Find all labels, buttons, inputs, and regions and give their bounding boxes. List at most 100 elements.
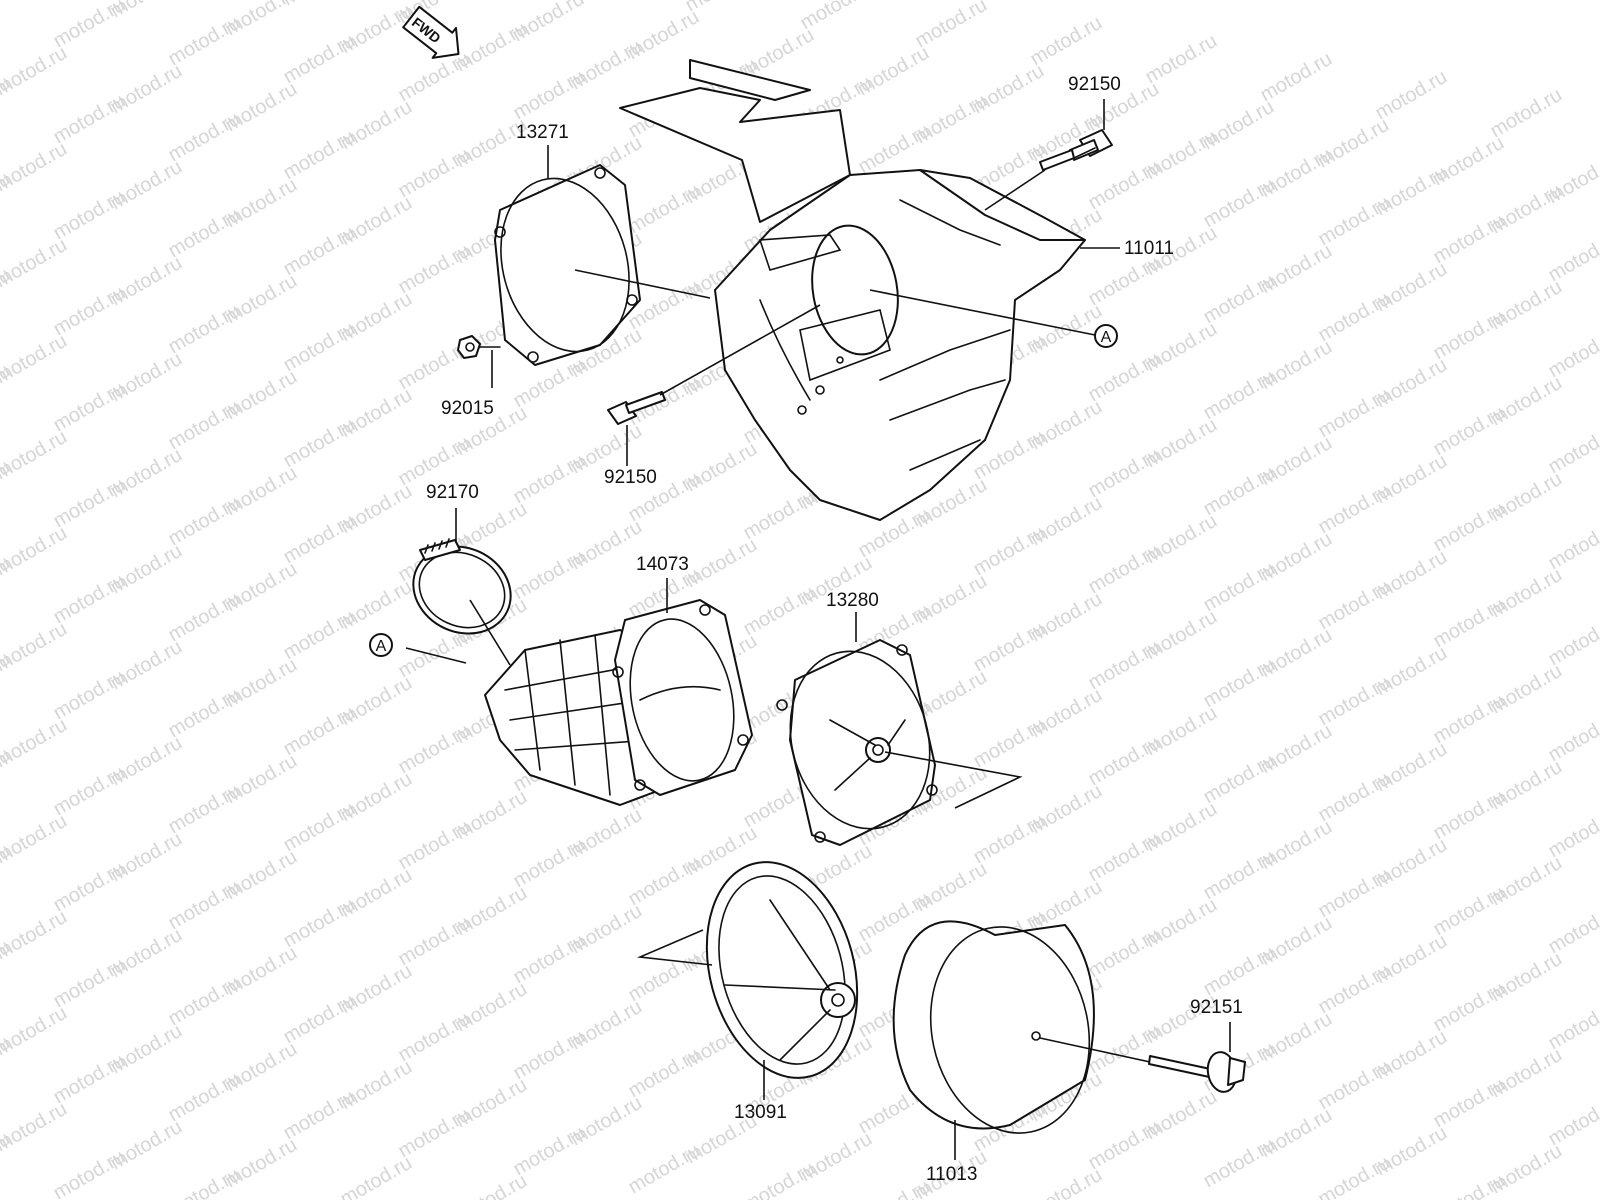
watermark-text: motod.ru (1315, 864, 1394, 923)
watermark-text: motod.ru (510, 546, 589, 605)
watermark-text: motod.ru (165, 108, 244, 167)
watermark-text: motod.ru (165, 876, 244, 935)
watermark-text: motod.ru (510, 450, 589, 509)
watermark-text: motod.ru (1200, 654, 1279, 713)
watermark-text: motod.ru (510, 834, 589, 893)
watermark-text: motod.ru (165, 396, 244, 455)
watermark-text: motod.ru (1257, 48, 1336, 107)
label-92015: 92015 (441, 398, 494, 419)
watermark-text: motod.ru (1430, 978, 1509, 1037)
watermark-text: motod.ru (1430, 1074, 1509, 1133)
watermark-text: motod.ru (740, 486, 819, 545)
watermark-text: motod.ru (970, 810, 1049, 869)
watermark-text: motod.ru (1372, 66, 1451, 125)
label-14073: 14073 (636, 554, 689, 575)
part-number-labels: 92150 13271 11011 92015 92150 92170 1407… (426, 74, 1243, 1185)
watermark-text: motod.ru (395, 1008, 474, 1067)
label-13091: 13091 (734, 1102, 787, 1123)
watermark-text: motod.ru (280, 30, 359, 89)
watermark-text: motod.ru (1085, 540, 1164, 599)
watermark-text: motod.ru (395, 912, 474, 971)
watermark-text: motod.ru (510, 930, 589, 989)
watermark-text: motod.ru (165, 588, 244, 647)
watermark-text: motod.ru (165, 1164, 244, 1200)
watermark-text: motod.ru (1200, 462, 1279, 521)
watermark-text: motod.ru (1085, 252, 1164, 311)
watermark-text: motod.ru (280, 702, 359, 761)
label-13271: 13271 (516, 122, 569, 143)
watermark-text: motod.ru (1200, 270, 1279, 329)
watermark-text: motod.ru (740, 582, 819, 641)
bolt-92150-upper (1039, 129, 1113, 171)
watermark-text: motod.ru (1085, 924, 1164, 983)
watermark-text: motod.ru (970, 618, 1049, 677)
watermark-text: motod.ru (50, 570, 129, 629)
watermark-text: motod.ru (280, 894, 359, 953)
watermark-text: motod.ru (1315, 480, 1394, 539)
watermark-text: motod.ru (1430, 210, 1509, 269)
watermark-text: motod.ru (625, 948, 704, 1007)
watermark-text: motod.ru (280, 990, 359, 1049)
element-11013 (892, 920, 1095, 1134)
watermark-text: motod.ru (1027, 12, 1106, 71)
watermark-text: motod.ru (280, 222, 359, 281)
watermark-text: motod.ru (1315, 384, 1394, 443)
watermark-text: motod.ru (1430, 498, 1509, 557)
watermark-text: motod.ru (1085, 1116, 1164, 1175)
watermark-text: motod.ru (1315, 672, 1394, 731)
watermark-text: motod.ru (1085, 828, 1164, 887)
watermark-text: motod.ru (1085, 636, 1164, 695)
watermark-text: motod.ru (50, 666, 129, 725)
wing-bolt-92151 (1039, 1037, 1246, 1093)
watermark-text: motod.ru (1315, 960, 1394, 1019)
watermark-text: motod.ru (165, 780, 244, 839)
watermark-text: motod.ru (0, 0, 14, 34)
watermark-text: motod.ru (1487, 84, 1566, 143)
watermark-text: motod.ru (1085, 156, 1164, 215)
watermark-text: motod.ru (1430, 1170, 1509, 1200)
label-92151: 92151 (1190, 997, 1243, 1018)
watermark-text: motod.ru (510, 1026, 589, 1085)
watermark-text: motod.ru (625, 1044, 704, 1103)
watermark-text: motod.ru (1430, 306, 1509, 365)
bolt-92150-lower (607, 391, 666, 425)
svg-text:A: A (376, 638, 387, 655)
watermark-text: motod.ru (280, 606, 359, 665)
watermark-text: motod.ru (280, 126, 359, 185)
watermark-text: motod.ru (740, 1158, 819, 1200)
watermark-text: motod.ru (855, 1176, 934, 1200)
watermark-text: motod.ru (510, 66, 589, 125)
watermark-text: motod.ru (50, 1050, 129, 1109)
svg-text:A: A (1101, 329, 1112, 346)
watermark-text: motod.ru (395, 720, 474, 779)
watermark-text: motod.ru (165, 12, 244, 71)
watermark-text: motod.ru (1200, 558, 1279, 617)
watermark-text: motod.ru (1200, 366, 1279, 425)
watermark-text: motod.ru (165, 1068, 244, 1127)
holder-14073 (484, 599, 753, 806)
watermark-text: motod.ru (0, 0, 71, 4)
watermark-text: motod.ru (50, 474, 129, 533)
nut-92015 (457, 335, 501, 359)
watermark-text: motod.ru (1315, 288, 1394, 347)
label-92170: 92170 (426, 482, 479, 503)
watermark-text: motod.ru (970, 714, 1049, 773)
gasket-13271 (494, 164, 641, 366)
watermark-text: motod.ru (1200, 750, 1279, 809)
watermark-text: motod.ru (50, 186, 129, 245)
watermark-text: motod.ru (1315, 1056, 1394, 1115)
watermark-text: motod.ru (50, 90, 129, 149)
watermark-text: motod.ru (1085, 444, 1164, 503)
watermark-text: motod.ru (1085, 732, 1164, 791)
frame-13091 (705, 861, 859, 1079)
label-92150-bottom: 92150 (604, 467, 657, 488)
watermark-text: motod.ru (1315, 192, 1394, 251)
air-cleaner-housing (619, 59, 1086, 521)
label-11011: 11011 (1124, 238, 1174, 259)
watermark-text: motod.ru (1200, 942, 1279, 1001)
plate-13280 (776, 639, 938, 846)
watermark-text: motod.ru (337, 1152, 416, 1200)
watermark-text: motod.ru (1430, 402, 1509, 461)
watermark-text: motod.ru (395, 816, 474, 875)
